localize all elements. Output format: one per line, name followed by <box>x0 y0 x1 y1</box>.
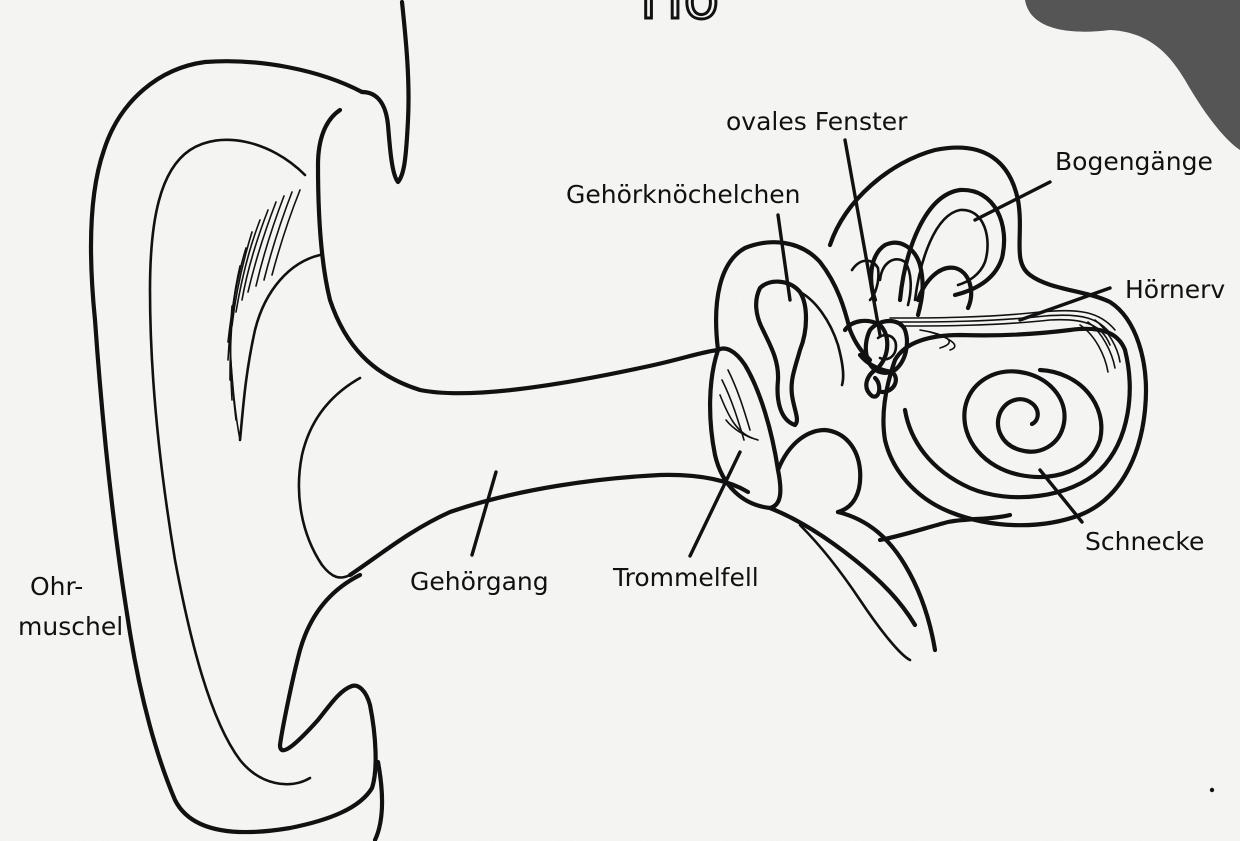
title-fragment: Ho <box>640 0 719 32</box>
speck-dot <box>1210 788 1214 792</box>
label-gehoergang: Gehörgang <box>410 567 549 596</box>
label-gehoerknoechelchen: Gehörknöchelchen <box>566 180 801 209</box>
label-ohrmuschel-2: muschel <box>18 612 123 641</box>
label-ovales-fenster: ovales Fenster <box>726 107 908 136</box>
label-trommelfell: Trommelfell <box>612 563 759 592</box>
label-bogengaenge: Bogengänge <box>1055 147 1213 176</box>
label-ohrmuschel-1: Ohr- <box>30 572 83 601</box>
label-hoernerv: Hörnerv <box>1125 275 1225 304</box>
label-schnecke: Schnecke <box>1085 527 1204 556</box>
